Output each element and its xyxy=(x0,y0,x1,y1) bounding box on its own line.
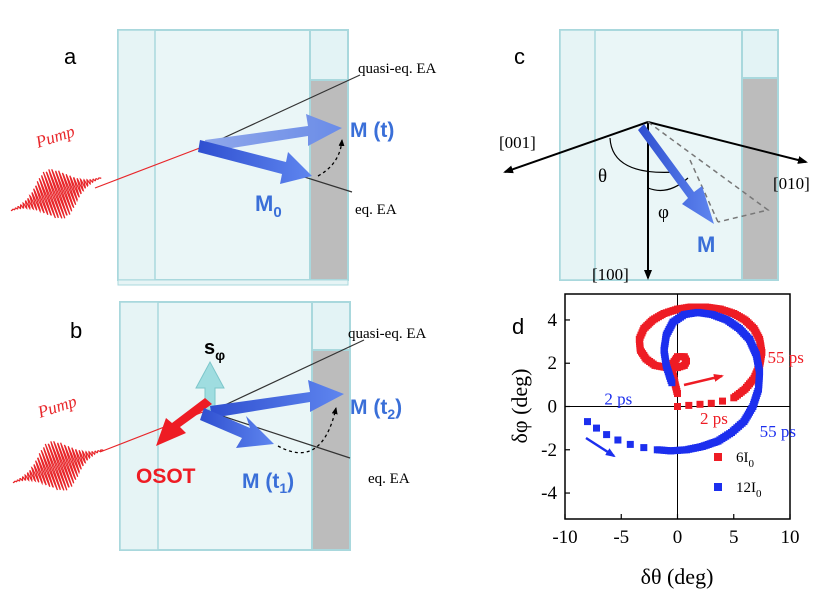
x-tick-label: 10 xyxy=(781,527,800,548)
blue-direction-arrow xyxy=(585,436,616,458)
x-ticks: -10 -5 0 5 10 xyxy=(552,514,800,548)
eq-label-b: eq. EA xyxy=(368,471,410,487)
osot-label-b: OSOT xyxy=(136,465,196,488)
eq-label-a: eq. EA xyxy=(355,202,397,218)
m-t1-label-b: M (t1) xyxy=(242,470,294,496)
s-phi-label-b: sφ xyxy=(204,337,225,363)
quasi-eq-line-b xyxy=(209,339,365,413)
legend-label-12I0: 12I0 xyxy=(736,480,762,500)
projection-dashes-c xyxy=(647,121,770,223)
m-t-arrow-a xyxy=(205,114,342,152)
panel-a: a Pump M (t) M0 quasi-eq. EA eq. EA xyxy=(10,29,436,286)
data-point-12I0 xyxy=(640,444,648,452)
m0-label-a: M0 xyxy=(255,191,282,221)
slab-a xyxy=(117,29,349,286)
legend: 6I0 12I0 xyxy=(714,450,762,500)
pump-label-a: Pump xyxy=(32,121,77,152)
y-axis-label: δφ (deg) xyxy=(507,369,532,444)
quasi-eq-label-b: quasi-eq. EA xyxy=(348,326,426,342)
data-point-12I0 xyxy=(593,424,600,432)
panel-d: d -10 -5 0 5 10 -4 -2 0 2 4 55 ps 2 ps 2 ps 55 ps 6… xyxy=(507,293,804,589)
data-point-6I0 xyxy=(696,400,704,408)
panel-label-d: d xyxy=(512,314,524,339)
pump-pulse-a xyxy=(10,145,206,219)
theta-label-c: θ xyxy=(598,166,607,187)
quasi-eq-label-a: quasi-eq. EA xyxy=(358,61,436,77)
quasi-eq-line-a xyxy=(205,74,361,147)
y-tick-label: 0 xyxy=(548,397,558,418)
panel-b: b Pump sφ M (t2) M (t1) OSOT quasi-eq. E… xyxy=(12,301,426,551)
annotation-label: 2 ps xyxy=(700,409,728,428)
axis-100-label: [100] xyxy=(592,265,629,284)
data-point-6I0 xyxy=(674,390,681,398)
theta-arc-c xyxy=(609,137,677,173)
y-tick-label: -4 xyxy=(541,483,557,504)
data-point-12I0 xyxy=(668,379,676,387)
m-t1-arrow-b xyxy=(200,408,274,448)
m-arrow-c xyxy=(638,124,714,224)
m-t2-arrow-b xyxy=(210,380,344,418)
data-point-12I0 xyxy=(614,436,622,444)
y-tick-label: 4 xyxy=(548,310,558,331)
data-point-6I0 xyxy=(685,401,693,409)
panel-label-a: a xyxy=(64,44,77,69)
red-direction-arrow xyxy=(683,373,724,387)
y-tick-label: 2 xyxy=(548,353,558,374)
rotation-arc-b xyxy=(277,407,338,454)
x-tick-label: 0 xyxy=(673,527,683,548)
annotations: 55 ps 2 ps 2 ps 55 ps xyxy=(604,348,804,441)
data-point-12I0 xyxy=(603,431,611,439)
m0-arrow-a xyxy=(198,140,312,184)
legend-marker-6I0 xyxy=(714,453,722,461)
data-point-6I0 xyxy=(719,397,726,405)
x-tick-label: 5 xyxy=(729,527,739,548)
x-tick-label: -5 xyxy=(613,527,629,548)
m-t2-label-b: M (t2) xyxy=(350,396,402,422)
m-t-label-a: M (t) xyxy=(350,119,394,142)
axis-001 xyxy=(503,121,649,174)
m-label-c: M xyxy=(697,232,715,257)
panel-label-c: c xyxy=(514,44,525,69)
axis-010 xyxy=(647,121,808,164)
annotation-label: 55 ps xyxy=(760,422,796,441)
phi-label-c: φ xyxy=(658,202,669,223)
annotation-label: 55 ps xyxy=(768,348,804,367)
data-point-6I0 xyxy=(674,403,681,410)
panel-c: c [001] [010] [100] θ φ M xyxy=(499,29,810,284)
y-tick-label: -2 xyxy=(541,440,557,461)
slab-c xyxy=(559,29,779,281)
eq-line-b xyxy=(209,411,351,459)
legend-marker-12I0 xyxy=(714,483,722,491)
osot-arrow-b xyxy=(156,398,212,446)
data-point-12I0 xyxy=(584,418,591,426)
legend-label-6I0: 6I0 xyxy=(736,450,755,470)
data-point-12I0 xyxy=(626,440,634,448)
data-point-6I0 xyxy=(707,399,715,407)
axis-010-label: [010] xyxy=(773,174,810,193)
axis-001-label: [001] xyxy=(499,133,536,152)
panel-label-b: b xyxy=(70,318,82,343)
y-ticks: -4 -2 0 2 4 xyxy=(541,310,570,504)
x-tick-label: -10 xyxy=(552,527,577,548)
pump-label-b: Pump xyxy=(34,391,79,422)
x-axis-label: δθ (deg) xyxy=(641,564,714,589)
annotation-label: 2 ps xyxy=(604,389,632,408)
series-layer xyxy=(584,303,766,455)
